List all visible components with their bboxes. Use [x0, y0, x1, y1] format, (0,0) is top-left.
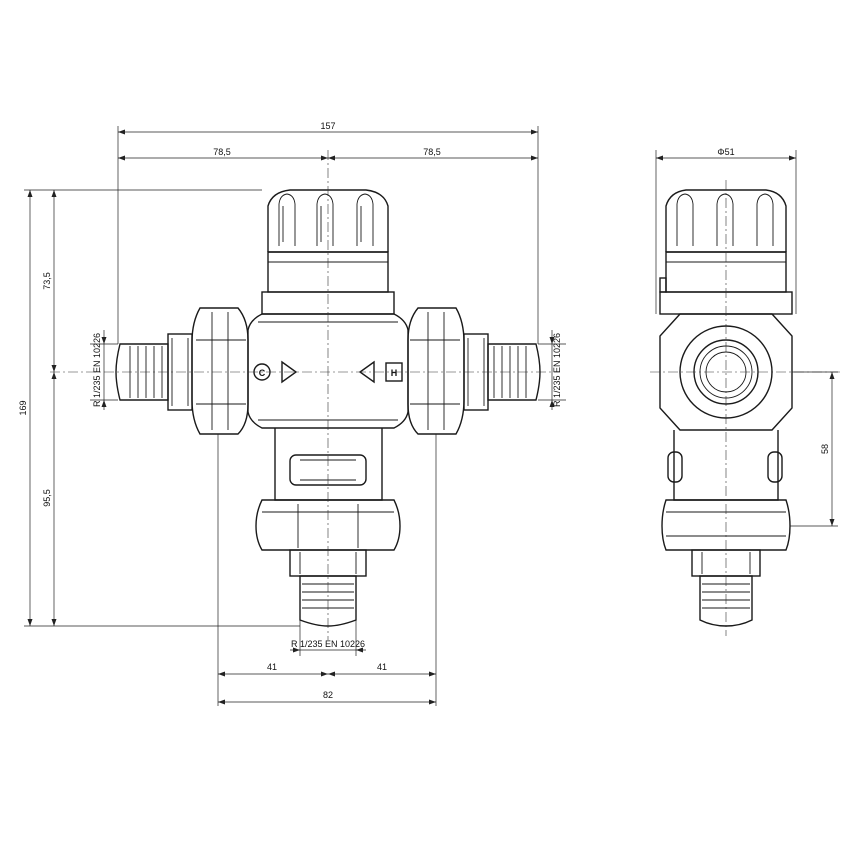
thread-bottom-label: R 1/235 EN 10226 [291, 639, 365, 649]
dim-side-height: 58 [820, 444, 830, 454]
dim-top-height: 73,5 [42, 272, 52, 290]
dim-side-diameter: Φ51 [717, 147, 734, 157]
cold-mark-text: C [259, 368, 266, 378]
thread-right-label: R 1/235 EN 10226 [552, 333, 562, 407]
hot-mark-text: H [391, 368, 398, 378]
left-union-nut [115, 307, 249, 435]
dim-left-half: 78,5 [213, 147, 231, 157]
front-view: C H [50, 150, 560, 640]
dim-bottom-right: 41 [377, 662, 387, 672]
dim-bottom-height: 95,5 [42, 489, 52, 507]
dim-right-half: 78,5 [423, 147, 441, 157]
front-dimensions: 157 78,5 78,5 169 73,5 95,5 R 1/235 EN 1… [18, 121, 566, 706]
dim-total-height: 169 [18, 400, 28, 415]
side-dimensions: Φ51 58 [655, 147, 838, 527]
side-view [650, 180, 840, 636]
thread-left-label: R 1/235 EN 10226 [92, 333, 102, 407]
dim-bottom-left: 41 [267, 662, 277, 672]
dim-bottom-width: 82 [323, 690, 333, 700]
right-union-nut [407, 307, 541, 435]
dim-overall-width: 157 [320, 121, 335, 131]
